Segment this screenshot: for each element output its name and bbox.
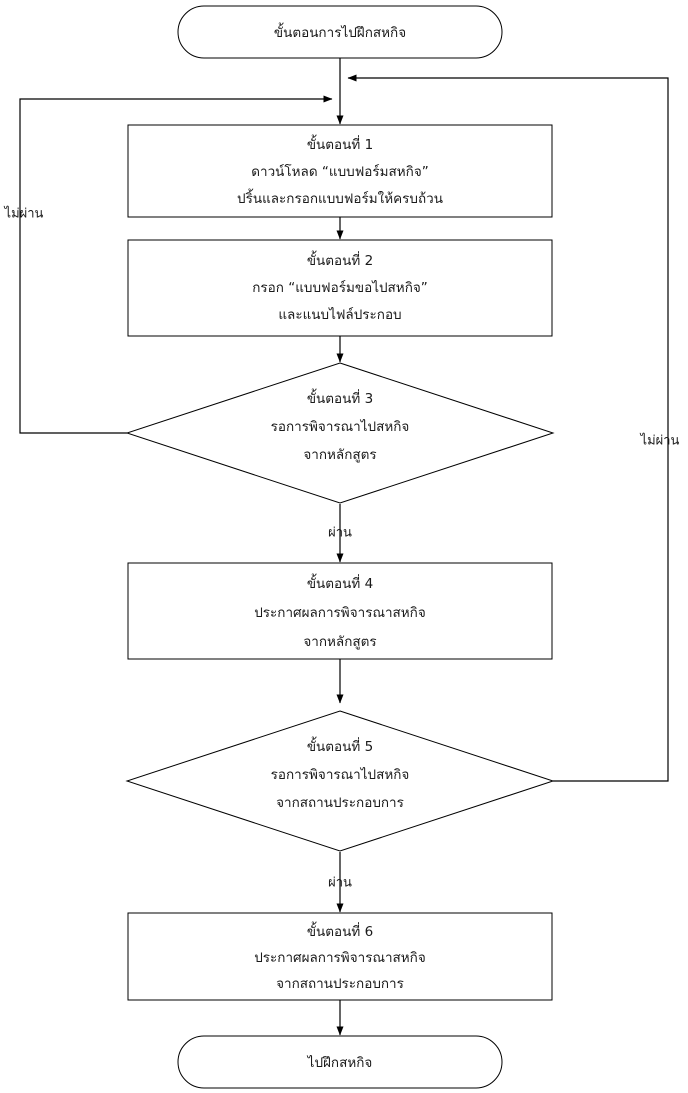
node-step6-line-0: ขั้นตอนที่ 6 xyxy=(307,921,373,940)
node-step4: ขั้นตอนที่ 4 ประกาศผลการพิจารณาสหกิจ จาก… xyxy=(127,562,553,660)
node-start-line-0: ขั้นตอนการไปฝึกสหกิจ xyxy=(274,22,406,41)
node-step4-line-1: ประกาศผลการพิจารณาสหกิจ xyxy=(254,605,426,621)
edge-label-step3-fail: ไม่ผ่าน xyxy=(4,206,44,222)
node-step6: ขั้นตอนที่ 6 ประกาศผลการพิจารณาสหกิจ จาก… xyxy=(127,912,553,1001)
node-step1-line-0: ขั้นตอนที่ 1 xyxy=(307,134,373,153)
node-step1-line-1: ดาวน์โหลด “แบบฟอร์มสหกิจ” xyxy=(251,163,429,180)
node-end-line-0: ไปฝึกสหกิจ xyxy=(307,1055,373,1071)
node-step2-line-0: ขั้นตอนที่ 2 xyxy=(307,250,373,269)
node-step6-line-2: จากสถานประกอบการ xyxy=(276,976,404,992)
node-step4-line-2: จากหลักสูตร xyxy=(303,634,376,650)
edge-label-step3-pass: ผ่าน xyxy=(328,526,352,541)
node-step6-line-1: ประกาศผลการพิจารณาสหกิจ xyxy=(254,950,426,966)
node-step2: ขั้นตอนที่ 2 กรอก “แบบฟอร์มขอไปสหกิจ” แล… xyxy=(127,239,553,337)
connector-step3-fail-loop xyxy=(19,95,333,434)
node-step5-line-2: จากสถานประกอบการ xyxy=(276,795,404,811)
edge-label-step5-fail: ไม่ผ่าน xyxy=(640,433,680,449)
node-start: ขั้นตอนการไปฝึกสหกิจ xyxy=(177,5,503,59)
node-step3-line-0: ขั้นตอนที่ 3 xyxy=(307,388,373,407)
node-step1: ขั้นตอนที่ 1 ดาวน์โหลด “แบบฟอร์มสหกิจ” ป… xyxy=(127,124,553,218)
node-step3-line-1: รอการพิจารณาไปสหกิจ xyxy=(271,419,410,435)
node-step3-line-2: จากหลักสูตร xyxy=(303,447,376,463)
node-step3: ขั้นตอนที่ 3 รอการพิจารณาไปสหกิจ จากหลัก… xyxy=(125,362,555,504)
node-end: ไปฝึกสหกิจ xyxy=(177,1035,503,1089)
node-step4-line-0: ขั้นตอนที่ 4 xyxy=(307,573,373,592)
node-step2-line-1: กรอก “แบบฟอร์มขอไปสหกิจ” xyxy=(252,279,428,296)
node-step5: ขั้นตอนที่ 5 รอการพิจารณาไปสหกิจ จากสถาน… xyxy=(125,710,555,852)
node-step5-line-0: ขั้นตอนที่ 5 xyxy=(307,736,373,755)
node-step5-line-1: รอการพิจารณาไปสหกิจ xyxy=(271,767,410,783)
node-step2-line-2: และแนบไฟล์ประกอบ xyxy=(278,306,401,323)
edge-label-step5-pass: ผ่าน xyxy=(328,876,352,891)
connector-step5-fail-loop xyxy=(347,74,669,782)
node-step1-line-2: ปริ้นและกรอกแบบฟอร์มให้ครบถ้วน xyxy=(237,188,443,207)
